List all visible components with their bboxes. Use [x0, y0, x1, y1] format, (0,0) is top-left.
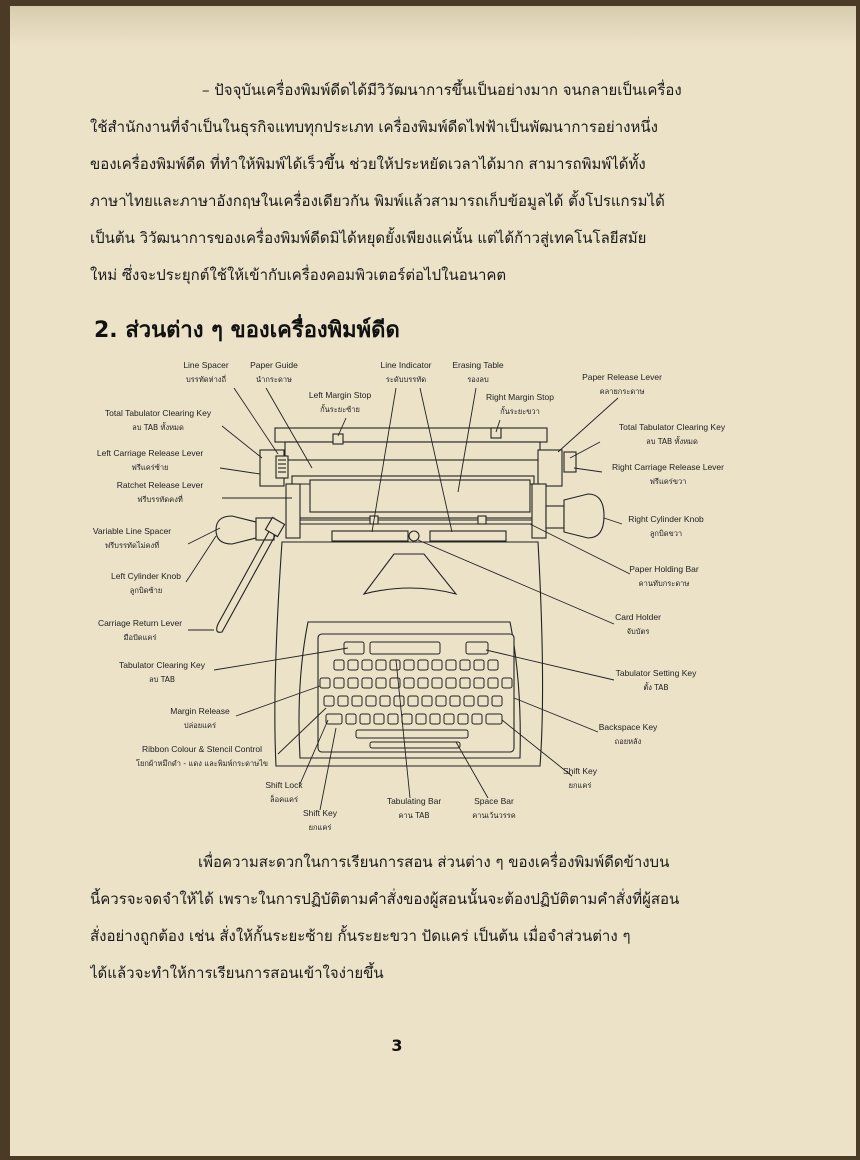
label-paper-holding-bar: Paper Holding Bar [629, 564, 699, 574]
label-right-carriage-release: Right Carriage Release Lever [612, 462, 724, 472]
intro-line: ของเครื่องพิมพ์ดีด ที่ทำให้พิมพ์ได้เร็วข… [90, 155, 646, 173]
intro-line: ใช้สำนักงานที่จำเป็นในธุรกิจแทบทุกประเภท… [90, 118, 658, 136]
label-total-tab-clear-left: Total Tabulator Clearing Key [105, 408, 212, 418]
label-backspace-key-th: ถอยหลัง [615, 737, 642, 746]
label-right-carriage-release-th: ฟรีแคร่ขวา [650, 477, 687, 486]
label-ribbon-colour-th: โยกผ้าหมึกดำ - แดง และพิมพ์กระดาษไข [136, 759, 268, 768]
label-ratchet-release: Ratchet Release Lever [117, 480, 204, 490]
label-shift-key-left: Shift Key [303, 808, 338, 818]
label-tabulator-setting-key-th: ตั้ง TAB [643, 682, 668, 692]
label-shift-key-right: Shift Key [563, 766, 598, 776]
label-line-indicator-th: ระดับบรรทัด [386, 375, 426, 384]
label-paper-holding-bar-th: คานทับกระดาษ [639, 579, 690, 588]
outro-line: เพื่อความสะดวกในการเรียนการสอน ส่วนต่าง … [198, 853, 670, 871]
intro-line: ภาษาไทยและภาษาอังกฤษในเครื่องเดียวกัน พิ… [90, 192, 665, 210]
label-margin-release-th: ปล่อยแคร่ [184, 721, 216, 730]
page-shadow [10, 6, 856, 46]
label-left-carriage-release: Left Carriage Release Lever [97, 448, 203, 458]
label-erasing-table: Erasing Table [452, 360, 504, 370]
label-line-spacer-th: บรรทัดห่างถี่ [186, 374, 226, 384]
section-heading: 2. ส่วนต่าง ๆ ของเครื่องพิมพ์ดีด [94, 318, 400, 343]
label-card-holder: Card Holder [615, 612, 661, 622]
intro-paragraph: – ปัจจุบันเครื่องพิมพ์ดีดได้มีวิวัฒนาการ… [90, 72, 710, 294]
label-left-margin-stop-th: กั้นระยะซ้าย [320, 404, 360, 414]
label-right-cylinder-knob-th: ลูกบิดขวา [650, 529, 682, 538]
outro-line: ได้แล้วจะทำให้การเรียนการสอนเข้าใจง่ายขึ… [90, 964, 384, 982]
label-right-cylinder-knob: Right Cylinder Knob [628, 514, 704, 524]
diagram-labels: Line Spacer บรรทัดห่างถี่ Paper Guide นำ… [93, 360, 726, 832]
label-total-tab-clear-right-th: ลบ TAB ทั้งหมด [646, 436, 698, 446]
keyboard-keys [319, 659, 513, 725]
label-paper-guide: Paper Guide [250, 360, 298, 370]
document-page: – ปัจจุบันเครื่องพิมพ์ดีดได้มีวิวัฒนาการ… [10, 6, 856, 1156]
label-variable-line-spacer: Variable Line Spacer [93, 526, 171, 536]
outro-line: นี้ควรจะจดจำให้ได้ เพราะในการปฏิบัติตามค… [90, 890, 680, 908]
label-tabulator-setting-key: Tabulator Setting Key [616, 668, 698, 678]
label-ratchet-release-th: ฟรีบรรทัดคงที่ [137, 494, 183, 504]
label-shift-key-left-th: ยกแคร่ [309, 823, 332, 832]
label-margin-release: Margin Release [170, 706, 230, 716]
label-total-tab-clear-left-th: ลบ TAB ทั้งหมด [132, 422, 184, 432]
intro-line: เป็นต้น วิวัฒนาการของเครื่องพิมพ์ดีดมิได… [90, 229, 647, 247]
label-paper-guide-th: นำกระดาษ [256, 375, 292, 384]
label-left-cylinder-knob: Left Cylinder Knob [111, 571, 181, 581]
label-card-holder-th: จับบัตร [627, 627, 650, 636]
label-erasing-table-th: รองลบ [467, 375, 489, 384]
label-backspace-key: Backspace Key [599, 722, 658, 732]
label-carriage-return-lever: Carriage Return Lever [98, 618, 182, 628]
label-tabulating-bar-th: คาน TAB [398, 811, 429, 820]
typewriter-drawing [215, 427, 605, 767]
intro-line: ใหม่ ซึ่งจะประยุกต์ใช้ให้เข้ากับเครื่องค… [90, 266, 507, 284]
label-left-carriage-release-th: ฟรีแคร่ซ้าย [132, 463, 169, 472]
label-right-margin-stop: Right Margin Stop [486, 392, 554, 402]
label-ribbon-colour: Ribbon Colour & Stencil Control [142, 744, 262, 754]
outro-paragraph: เพื่อความสะดวกในการเรียนการสอน ส่วนต่าง … [90, 844, 710, 992]
label-variable-line-spacer-th: ฟรีบรรทัดไม่คงที่ [105, 540, 159, 550]
label-left-cylinder-knob-th: ลูกบิดซ้าย [130, 586, 162, 595]
label-right-margin-stop-th: กั้นระยะขวา [500, 406, 540, 416]
label-paper-release-lever-th: คลายกระดาษ [600, 387, 645, 396]
label-space-bar-th: คานเว้นวรรค [472, 811, 516, 820]
outro-line: สั่งอย่างถูกต้อง เช่น สั่งให้กั้นระยะซ้า… [90, 927, 631, 945]
label-total-tab-clear-right: Total Tabulator Clearing Key [619, 422, 726, 432]
label-shift-lock: Shift Lock [265, 780, 303, 790]
label-space-bar: Space Bar [474, 796, 514, 806]
label-line-spacer: Line Spacer [183, 360, 229, 370]
label-paper-release-lever: Paper Release Lever [582, 372, 662, 382]
label-line-indicator: Line Indicator [380, 360, 431, 370]
page-number: 3 [391, 1036, 403, 1055]
label-carriage-return-lever-th: มือปัดแคร่ [123, 633, 156, 642]
typewriter-diagram: Line Spacer บรรทัดห่างถี่ Paper Guide นำ… [93, 360, 726, 832]
label-tabulating-bar: Tabulating Bar [387, 796, 442, 806]
label-shift-lock-th: ล็อคแคร่ [270, 794, 298, 804]
label-left-margin-stop: Left Margin Stop [309, 390, 372, 400]
label-shift-key-right-th: ยกแคร่ [569, 781, 592, 790]
leader-lines [185, 387, 631, 811]
intro-line: – ปัจจุบันเครื่องพิมพ์ดีดได้มีวิวัฒนาการ… [202, 81, 682, 99]
label-tabulator-clearing-key-th: ลบ TAB [149, 675, 175, 684]
label-tabulator-clearing-key: Tabulator Clearing Key [119, 660, 206, 670]
